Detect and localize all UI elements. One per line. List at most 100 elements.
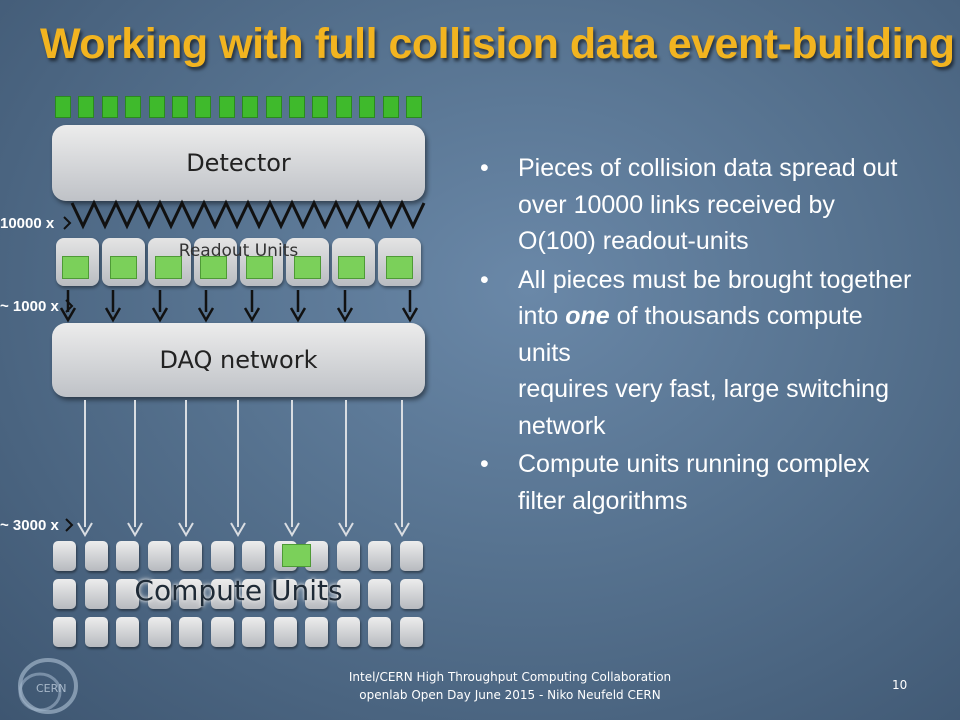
compute-unit xyxy=(273,579,297,609)
bullet-text: requires very fast, large switching netw… xyxy=(518,375,889,440)
arrow-readout-daq-head xyxy=(151,307,169,323)
bullet-text: All pieces must be brought together into xyxy=(518,265,912,331)
compute-unit xyxy=(242,617,265,647)
data-piece xyxy=(386,256,413,279)
compute-unit xyxy=(336,617,360,647)
arrow-daq-compute-head xyxy=(338,522,354,537)
compute-unit xyxy=(242,541,265,571)
slide-title: Working with full collision data event-b… xyxy=(40,20,955,68)
link-piece xyxy=(125,96,142,118)
daq-network-label: DAQ network xyxy=(159,346,318,374)
data-piece xyxy=(155,256,182,279)
footer: Intel/CERN High Throughput Computing Col… xyxy=(300,668,720,704)
assembled-event xyxy=(282,544,311,567)
daq-network-block: DAQ network xyxy=(52,323,425,397)
detector-label: Detector xyxy=(186,149,291,177)
compute-unit xyxy=(368,579,391,609)
data-piece xyxy=(110,256,137,279)
link-piece xyxy=(359,96,376,118)
bullet-item: Compute units running complex filter alg… xyxy=(478,446,918,519)
link-piece xyxy=(55,96,71,118)
count-links: 10000 x xyxy=(0,215,55,232)
arrow-daq-compute-head xyxy=(284,522,300,537)
cern-logo-icon: CERN xyxy=(18,658,78,714)
arrow-daq-compute-head xyxy=(178,522,194,537)
compute-unit xyxy=(210,617,234,647)
data-piece xyxy=(200,256,227,279)
link-piece xyxy=(78,96,95,118)
count-compute: ~ 3000 x xyxy=(0,517,59,534)
bullet-text: Compute units running complex filter alg… xyxy=(518,450,870,515)
compute-unit xyxy=(116,617,139,647)
compute-unit xyxy=(399,579,423,609)
compute-unit xyxy=(368,541,391,571)
link-piece xyxy=(265,96,282,118)
link-piece xyxy=(382,96,399,118)
count-pointer xyxy=(65,299,74,313)
compute-unit xyxy=(336,541,360,571)
data-piece xyxy=(338,256,365,279)
compute-unit xyxy=(53,541,76,571)
data-piece xyxy=(294,256,321,279)
footer-line-1: Intel/CERN High Throughput Computing Col… xyxy=(348,670,672,684)
compute-units-label: Compute Units xyxy=(134,574,343,607)
compute-unit xyxy=(179,617,202,647)
compute-unit xyxy=(210,579,234,609)
bullet-text: Pieces of collision data spread out over… xyxy=(518,154,898,255)
compute-unit xyxy=(147,541,171,571)
compute-unit xyxy=(399,541,423,571)
bullet-text: of thousands compute units xyxy=(518,302,863,367)
compute-unit xyxy=(179,579,202,609)
compute-unit xyxy=(242,579,265,609)
link-piece xyxy=(242,96,259,118)
bullet-emphasis: one xyxy=(565,302,610,330)
link-piece xyxy=(289,96,305,118)
compute-unit xyxy=(84,617,108,647)
compute-unit xyxy=(368,617,391,647)
arrow-daq-compute-head xyxy=(127,522,143,537)
bullet-item: All pieces must be brought together into… xyxy=(478,262,918,445)
bullet-item: Pieces of collision data spread out over… xyxy=(478,150,918,260)
logo-text: CERN xyxy=(36,682,67,695)
detector-block: Detector xyxy=(52,125,425,201)
compute-unit xyxy=(53,579,76,609)
arrow-readout-daq-head xyxy=(197,307,215,323)
count-readout: ~ 1000 x xyxy=(0,298,59,315)
link-piece xyxy=(335,96,352,118)
link-piece xyxy=(195,96,212,118)
data-piece xyxy=(246,256,273,279)
compute-unit xyxy=(116,541,139,571)
link-piece xyxy=(148,96,165,118)
arrow-readout-daq-head xyxy=(401,307,419,323)
compute-unit xyxy=(305,617,328,647)
compute-unit xyxy=(53,617,76,647)
arrow-readout-daq-head xyxy=(104,307,122,323)
compute-unit xyxy=(273,617,297,647)
arrow-readout-daq-head xyxy=(59,307,77,323)
arrow-readout-daq-head xyxy=(243,307,261,323)
footer-line-2: openlab Open Day June 2015 - Niko Neufel… xyxy=(359,688,661,702)
compute-unit xyxy=(116,579,139,609)
compute-unit xyxy=(84,579,108,609)
arrow-daq-compute-head xyxy=(230,522,246,537)
data-piece xyxy=(62,256,89,279)
count-pointer xyxy=(65,518,74,532)
arrow-readout-daq-head xyxy=(289,307,307,323)
bullet-list: Pieces of collision data spread out over… xyxy=(478,150,918,521)
link-piece xyxy=(406,96,422,118)
arrow-readout-daq-head xyxy=(336,307,354,323)
compute-unit xyxy=(147,617,171,647)
compute-unit xyxy=(305,579,328,609)
arrow-daq-compute-head xyxy=(77,522,93,537)
link-piece xyxy=(101,96,118,118)
compute-unit xyxy=(84,541,108,571)
compute-unit xyxy=(210,541,234,571)
link-piece xyxy=(172,96,188,118)
arrow-daq-compute-head xyxy=(394,522,410,537)
compute-unit xyxy=(179,541,202,571)
compute-unit xyxy=(336,579,360,609)
link-zigzag xyxy=(70,199,426,230)
count-pointer xyxy=(63,216,72,230)
readout-units-label: Readout Units xyxy=(178,241,299,261)
compute-unit xyxy=(399,617,423,647)
